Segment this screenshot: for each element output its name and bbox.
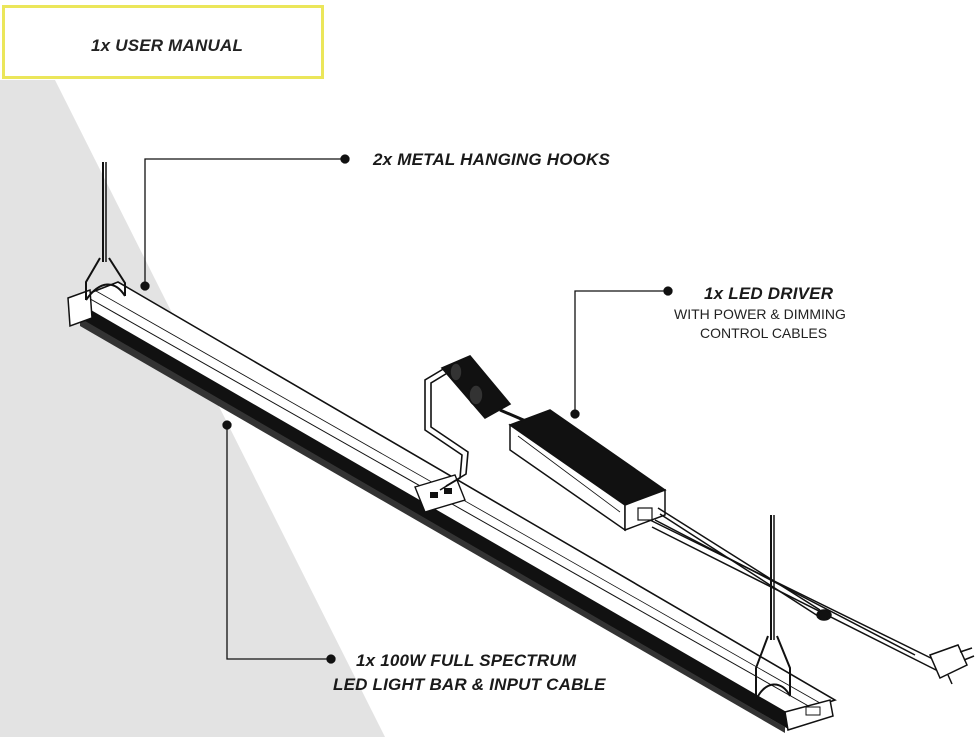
input-cable — [424, 355, 536, 491]
user-manual-label: 1x USER MANUAL — [91, 36, 244, 55]
led-driver-icon — [508, 409, 667, 532]
driver-cables — [649, 507, 946, 673]
callout-lines — [140, 154, 673, 664]
hooks-label: 2x METAL HANGING HOOKS — [373, 150, 611, 169]
lightbar-label-line2: LED LIGHT BAR & INPUT CABLE — [333, 675, 606, 694]
user-manual-box: 1x USER MANUAL — [2, 5, 324, 79]
lightbar-label-line1: 1x 100W FULL SPECTRUM — [356, 651, 577, 670]
driver-title: 1x LED DRIVER — [704, 284, 834, 303]
hanging-hook-icon — [85, 162, 791, 701]
driver-subtitle-line2: CONTROL CABLES — [700, 325, 828, 341]
plug-icon — [928, 644, 975, 685]
light-bar-icon — [67, 281, 837, 733]
driver-subtitle-line1: WITH POWER & DIMMING — [674, 306, 846, 322]
